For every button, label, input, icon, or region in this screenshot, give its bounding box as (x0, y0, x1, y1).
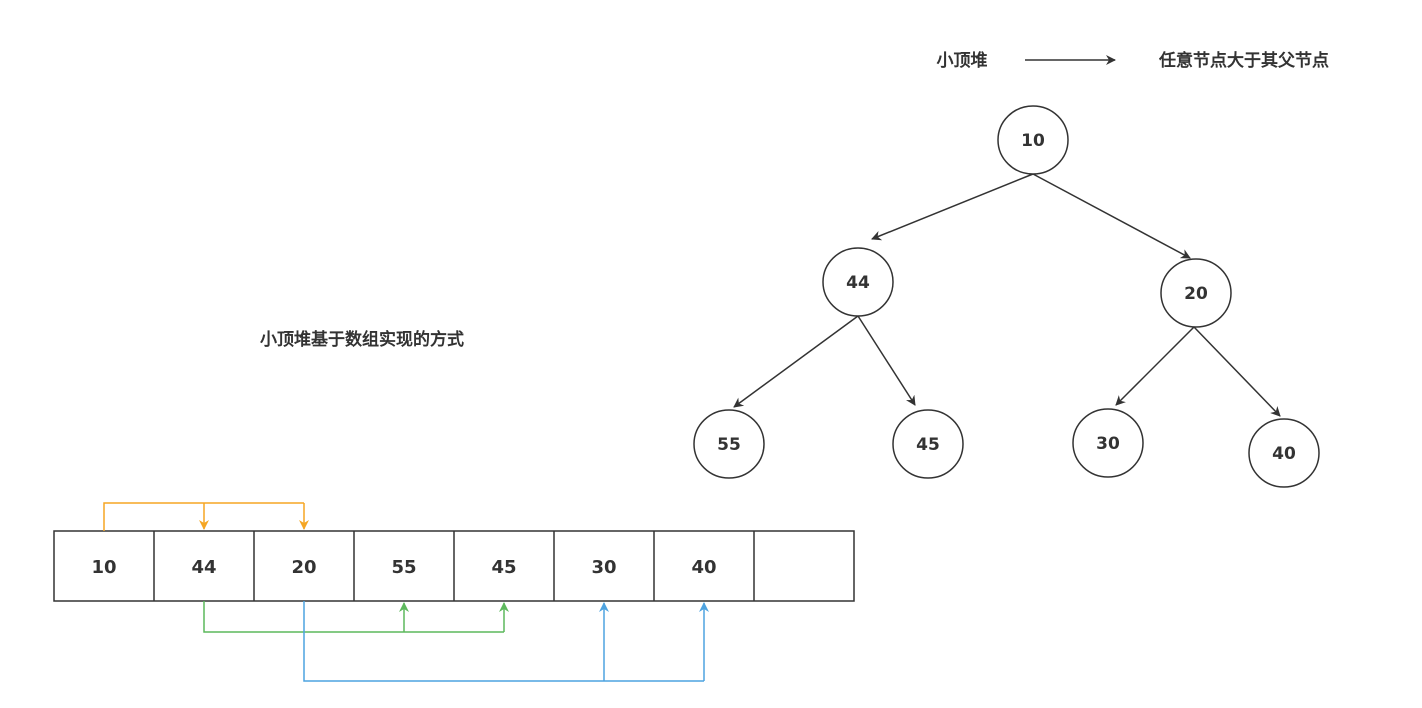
tree-edge-10-44 (871, 173, 1034, 241)
tree-node-44: 44 (822, 247, 894, 317)
array-cell-1: 44 (191, 557, 216, 578)
tree-node-circle (822, 247, 894, 317)
tree-node-label: 44 (846, 273, 870, 293)
tree-node-circle (1160, 258, 1232, 328)
tree-edge-44-55 (733, 315, 859, 408)
array-cell-3: 55 (391, 557, 416, 578)
tree-node-10: 10 (997, 105, 1069, 175)
tree-node-label: 45 (916, 435, 940, 455)
array-cell-0: 10 (91, 557, 116, 578)
tree-node-circle (1072, 408, 1144, 478)
array-cell-2: 20 (291, 557, 316, 578)
tree-edges (733, 173, 1281, 417)
tree-node-label: 40 (1272, 444, 1296, 464)
legend-definition: 任意节点大于其父节点 (1158, 50, 1329, 71)
tree-node-label: 30 (1096, 434, 1120, 454)
tree-node-55: 55 (693, 409, 765, 479)
tree-node-40: 40 (1248, 418, 1320, 488)
tree-node-label: 10 (1021, 131, 1045, 151)
tree-node-30: 30 (1072, 408, 1144, 478)
tree-node-20: 20 (1160, 258, 1232, 328)
tree-edge-20-30 (1115, 326, 1195, 406)
array-caption: 小顶堆基于数组实现的方式 (260, 329, 464, 350)
array-link-line (203, 601, 504, 633)
array-link-green (203, 601, 509, 633)
heap-array: 10 44 20 55 45 30 40 (53, 530, 855, 602)
array-link-line (303, 601, 704, 682)
tree-node-45: 45 (892, 409, 964, 479)
tree-node-circle (1248, 418, 1320, 488)
array-link-blue (303, 601, 709, 682)
array-cell-4: 45 (491, 557, 516, 578)
tree-node-circle (693, 409, 765, 479)
tree-edge-44-45 (857, 315, 916, 406)
legend-term: 小顶堆 (937, 50, 988, 71)
tree-node-label: 20 (1184, 284, 1208, 304)
array-link-line (103, 502, 304, 531)
array-cell-5: 30 (591, 557, 616, 578)
tree-node-label: 55 (717, 435, 741, 455)
tree-edge-20-40 (1193, 326, 1281, 417)
tree-edge-10-20 (1032, 173, 1191, 259)
tree-node-circle (997, 105, 1069, 175)
array-link-orange (103, 502, 309, 531)
tree-node-circle (892, 409, 964, 479)
array-cell-6: 40 (691, 557, 716, 578)
